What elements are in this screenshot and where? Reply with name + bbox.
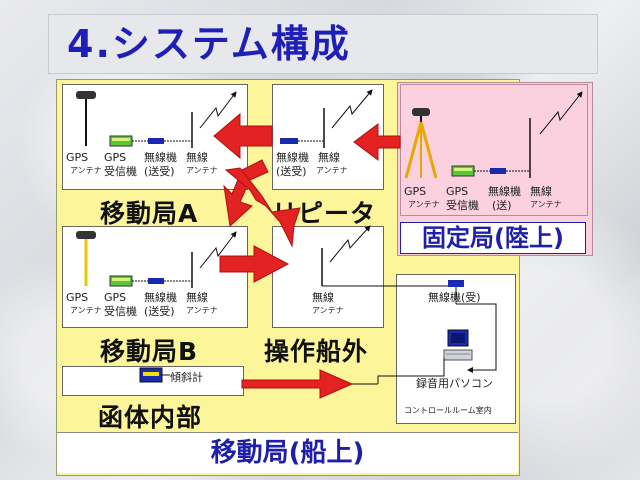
control-room-pc-label: 録音用パソコン: [416, 377, 493, 390]
mobile-a-radio-label: 無線機: [144, 151, 177, 164]
outboard-label: 操作船外: [264, 337, 369, 366]
repeater-radio-sub: (送受): [276, 165, 307, 178]
fixed-radio-antenna-label: 無線: [530, 185, 552, 198]
signal-arrows: [213, 112, 401, 399]
control-room-radio-label: 無線機(受): [428, 291, 481, 304]
arrow-repeater-to-mobile-b: [223, 159, 269, 227]
outboard-radio-antenna-icon: [321, 225, 371, 286]
mobile-b-box: [62, 226, 248, 328]
mobile-a-label: 移動局A: [100, 199, 199, 228]
fixed-gps-antenna-sub: アンテナ: [408, 200, 440, 209]
mobile-a-radio-antenna-label: 無線: [186, 151, 208, 164]
fixed-station-label: 固定局(陸上): [400, 222, 586, 254]
fixed-gps-receiver-sub: 受信機: [446, 199, 479, 212]
housing-label: 函体内部: [98, 403, 203, 432]
mobile-b-radio-antenna-sub: アンテナ: [186, 306, 218, 315]
mobile-b-gps-antenna-sub: アンテナ: [70, 306, 102, 315]
outboard-radio-antenna-label: 無線: [312, 291, 334, 304]
arrow-fixed-to-repeater: [353, 123, 401, 161]
mobile-b-radio-antenna-icon: [191, 231, 237, 288]
mobile-b-label: 移動局B: [100, 337, 199, 366]
repeater-radio-antenna-icon: [323, 89, 373, 148]
mobile-b-gps-receiver-sub: 受信機: [104, 305, 137, 318]
fixed-radio-label: 無線機: [488, 185, 521, 198]
mobile-a-gps-receiver-icon: [109, 135, 133, 147]
mobile-b-gps-antenna-label: GPS: [66, 291, 89, 304]
mobile-a-radio-sub: (送受): [144, 165, 175, 178]
control-room-label: コントロールルーム室内: [404, 406, 492, 415]
radio-to-pc-line: [456, 303, 497, 373]
repeater-radio-antenna-sub: アンテナ: [316, 166, 348, 175]
mobile-a-radio-antenna-sub: アンテナ: [186, 166, 218, 175]
arrow-repeater-to-mobile-a: [213, 112, 273, 160]
fixed-gps-antenna-label: GPS: [404, 185, 427, 198]
mobile-a-gps-antenna-icon: [76, 91, 96, 146]
fixed-equipment-box: [400, 84, 588, 216]
mobile-b-gps-receiver-icon: [109, 275, 133, 287]
arrow-housing-to-control-room: [241, 369, 354, 399]
fixed-gps-receiver-icon: [451, 165, 475, 177]
arrow-mobile-b-to-outboard: [219, 245, 290, 283]
mobile-b-gps-receiver-label: GPS: [104, 291, 127, 304]
inclinometer-label: 傾斜計: [170, 371, 203, 384]
mobile-b-radio-icon: [148, 278, 164, 284]
fixed-gps-tripod-icon: [404, 108, 438, 179]
repeater-radio-label: 無線機: [276, 151, 309, 164]
mobile-b-radio-antenna-label: 無線: [186, 291, 208, 304]
mobile-b-radio-label: 無線機: [144, 291, 177, 304]
title-bar: 4.システム構成: [48, 14, 598, 74]
inclinometer-icon: [139, 367, 163, 383]
mobile-a-radio-icon: [148, 138, 164, 144]
mobile-a-gps-antenna-label: GPS: [66, 151, 89, 164]
fixed-gps-receiver-label: GPS: [446, 185, 469, 198]
page-title: 4.システム構成: [67, 22, 351, 66]
housing-cable-2: [377, 358, 445, 384]
fixed-radio-icon: [490, 168, 506, 174]
mobile-a-gps-antenna-sub: アンテナ: [70, 166, 102, 175]
control-room-radio-icon: [448, 280, 464, 287]
ship-station-label: 移動局(船上): [57, 432, 518, 473]
repeater-radio-antenna-label: 無線: [318, 151, 340, 164]
mobile-a-gps-receiver-sub: 受信機: [104, 165, 137, 178]
fixed-radio-antenna-sub: アンテナ: [530, 200, 562, 209]
outboard-radio-antenna-sub: アンテナ: [312, 306, 344, 315]
mobile-a-gps-receiver-label: GPS: [104, 151, 127, 164]
mobile-a-radio-antenna-icon: [191, 91, 237, 148]
fixed-radio-sub: (送): [492, 199, 512, 212]
mobile-b-gps-antenna-icon: [76, 231, 96, 286]
arrow-repeater-to-outboard: [224, 167, 301, 248]
fixed-radio-antenna-icon: [529, 91, 583, 178]
pc-icon: [443, 329, 473, 361]
repeater-radio-icon: [280, 138, 298, 144]
mobile-b-radio-sub: (送受): [144, 305, 175, 318]
